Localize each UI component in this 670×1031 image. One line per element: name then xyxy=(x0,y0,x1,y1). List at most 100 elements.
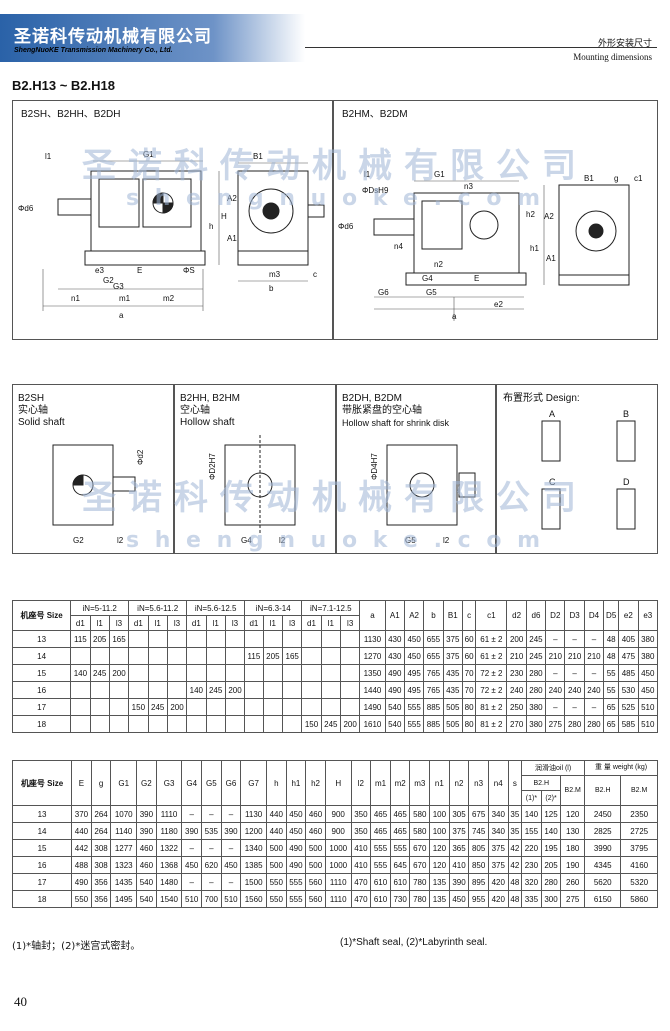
table-cell: – xyxy=(201,873,222,891)
table-cell: 490 xyxy=(285,839,307,857)
dimension-table-2: 机座号 Size E g G1 G2 G3 G4 G5 G6 G7 h h1 h… xyxy=(11,760,658,908)
dim-label: n2 xyxy=(434,260,443,269)
table-cell: 1110 xyxy=(324,890,352,908)
table-cell: 655 xyxy=(423,630,444,648)
table-cell xyxy=(128,715,149,733)
table1-subheader: d1 xyxy=(186,615,207,631)
table-cell xyxy=(205,630,226,648)
table-cell: 350 xyxy=(350,822,372,840)
dim-label: A2 xyxy=(227,194,237,203)
table-cell: 1340 xyxy=(240,839,267,857)
table-cell xyxy=(166,630,188,648)
panel-solid-cn: 实心轴 xyxy=(18,405,48,416)
table-cell: 410 xyxy=(448,856,470,874)
dim-label: G3 xyxy=(113,282,124,291)
table-cell: 240 xyxy=(545,681,566,699)
table-cell: 450 xyxy=(403,630,425,648)
table1-header-ratio: iN=5-11.2 xyxy=(70,600,130,616)
section-title-cn: 外形安装尺寸 xyxy=(597,39,652,49)
table-cell: 1322 xyxy=(155,839,183,857)
dim-label: l2 xyxy=(279,536,286,545)
table-cell: 275 xyxy=(560,890,586,908)
dim-label: B1 xyxy=(253,152,263,161)
section-title-en: Mounting dimensions xyxy=(573,52,652,62)
table1-subheader: d1 xyxy=(244,615,264,631)
table-cell: 280 xyxy=(564,715,585,733)
dim-label: h xyxy=(209,222,213,231)
table-cell xyxy=(147,664,168,682)
table-cell: 525 xyxy=(618,698,639,716)
table1-subheader: l1 xyxy=(89,615,110,631)
table-cell: 405 xyxy=(618,630,639,648)
table-cell: 3795 xyxy=(620,839,658,857)
table-cell: 264 xyxy=(90,822,112,840)
dim-label: G6 xyxy=(378,288,389,297)
table2-header: G3 xyxy=(155,760,183,806)
dim-label: c1 xyxy=(634,174,643,183)
table1-subheader: d1 xyxy=(128,615,149,631)
table-cell: 150 xyxy=(128,698,149,716)
table-cell: 70 xyxy=(461,681,477,699)
table-cell: 72 ± 2 xyxy=(475,681,508,699)
table-cell: 5320 xyxy=(620,873,658,891)
table-cell: 410 xyxy=(350,856,372,874)
design-label-a: A xyxy=(549,409,555,419)
panel-hollow-en: Hollow shaft xyxy=(180,417,235,428)
table-cell: 375 xyxy=(442,647,463,665)
table-cell: 390 xyxy=(448,873,470,891)
table-cell: 730 xyxy=(389,890,411,908)
dim-label: G4 xyxy=(241,536,252,545)
table-cell: 1000 xyxy=(324,856,352,874)
table-cell: 210 xyxy=(545,647,566,665)
table-cell: 1540 xyxy=(155,890,183,908)
dim-label: n1 xyxy=(71,294,80,303)
table2-subheader: B2.M xyxy=(560,775,586,806)
table-cell: 490 xyxy=(71,873,92,891)
table-cell: 380 xyxy=(637,647,659,665)
table-cell: 300 xyxy=(540,890,562,908)
dim-label: n4 xyxy=(394,242,403,251)
table-cell: – xyxy=(181,805,203,823)
table-cell: 80 xyxy=(461,698,477,716)
table2-header: m1 xyxy=(370,760,391,806)
table-cell: 765 xyxy=(423,681,444,699)
table-cell: 6150 xyxy=(584,890,622,908)
size-cell: 14 xyxy=(11,647,72,665)
table-cell: 510 xyxy=(637,698,659,716)
table-cell: 610 xyxy=(370,890,391,908)
table-cell xyxy=(89,715,110,733)
table-cell: 1277 xyxy=(110,839,138,857)
table-cell: 450 xyxy=(637,681,659,699)
table-cell: 240 xyxy=(583,681,605,699)
dim-label: m2 xyxy=(163,294,175,303)
table-cell xyxy=(224,698,246,716)
table-cell: 190 xyxy=(560,856,586,874)
table-cell: 55 xyxy=(603,664,620,682)
table-cell: 430 xyxy=(384,630,405,648)
table-cell: 610 xyxy=(389,873,411,891)
dim-label: E xyxy=(474,274,479,283)
table-cell: 280 xyxy=(525,664,547,682)
table-cell: 450 xyxy=(448,890,470,908)
table-cell xyxy=(320,698,342,716)
table-cell: 65 xyxy=(603,698,620,716)
dim-label: b xyxy=(269,284,274,293)
design-arrangements: A B C D xyxy=(541,409,636,530)
table-cell: 440 xyxy=(265,822,287,840)
table-cell: 200 xyxy=(506,630,527,648)
table-cell: 275 xyxy=(545,715,566,733)
table-cell: 356 xyxy=(90,890,112,908)
size-cell: 15 xyxy=(11,664,72,682)
table-cell: 140 xyxy=(540,822,562,840)
table-cell: 540 xyxy=(384,715,405,733)
table-cell: 470 xyxy=(350,890,372,908)
table-cell: 555 xyxy=(370,839,391,857)
table-cell: 120 xyxy=(560,805,586,823)
table-cell: 308 xyxy=(90,856,112,874)
table-cell: 885 xyxy=(423,715,444,733)
panel-shrink-title: B2DH, B2DM xyxy=(342,393,403,404)
table-cell xyxy=(262,681,284,699)
